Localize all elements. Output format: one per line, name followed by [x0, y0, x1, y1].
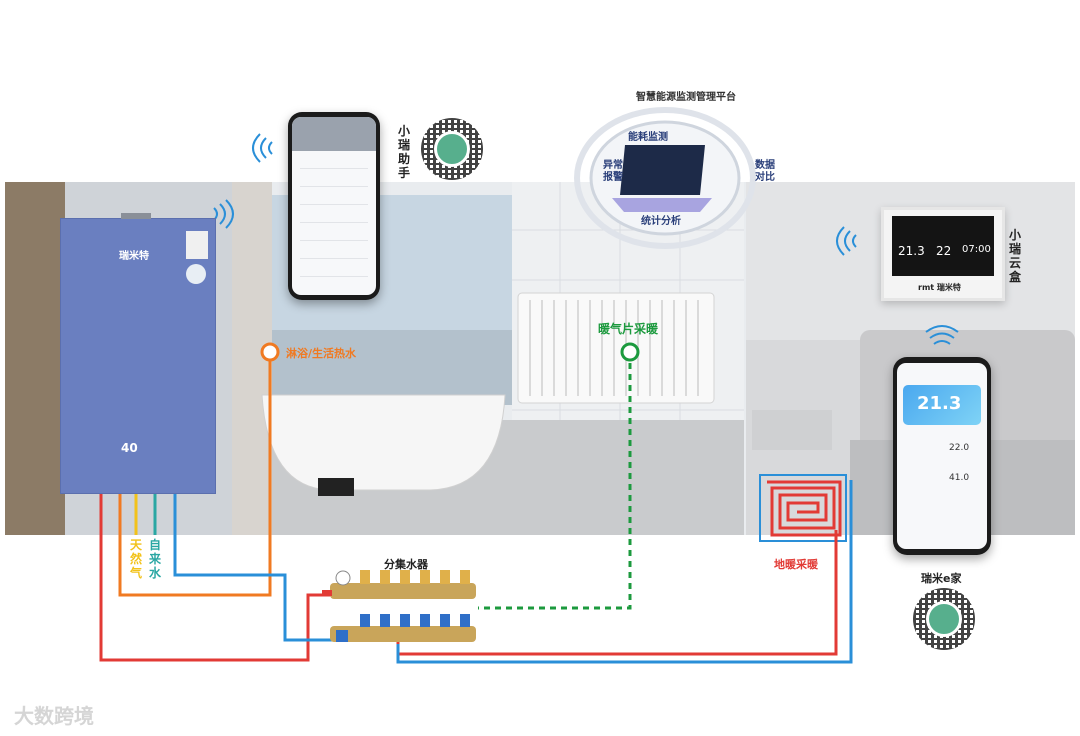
app-label: 瑞米e家 — [921, 572, 962, 585]
nightstand — [752, 410, 832, 450]
app-temp-card: 21.3 — [903, 385, 981, 425]
mini-program-phone — [288, 112, 380, 300]
wifi-icon — [836, 226, 857, 256]
thermostat-temp-left: 21.3 — [898, 244, 925, 258]
blue-pipe-left — [173, 490, 335, 642]
radiator-node-icon — [620, 342, 640, 362]
thermostat-time: 07:00 — [962, 244, 991, 255]
platform-item-energy: 能耗监测 — [628, 132, 668, 143]
thermostat-temp-right: 22 — [936, 244, 952, 258]
app-phone: 21.3 22.0 41.0 — [893, 357, 991, 555]
platform-graphic — [574, 107, 756, 249]
shower-node-icon — [260, 342, 280, 362]
floor-heat-label: 地暖采暖 — [774, 558, 818, 571]
app-set-temp-1: 22.0 — [949, 443, 970, 453]
floor-heat-coil — [767, 480, 842, 537]
city-view — [272, 330, 512, 405]
app-temperature: 21.3 — [917, 393, 962, 414]
manifold — [322, 570, 476, 642]
radiator-pipe — [478, 352, 632, 610]
mini-program-label: 小瑞助手 — [397, 124, 410, 180]
floor-heat-frame — [759, 474, 847, 542]
orange-pipe — [118, 352, 272, 597]
manifold-label: 分集水器 — [384, 558, 428, 571]
boiler-display: 40 — [121, 441, 138, 455]
thermostat: 21.3 22 07:00 rmt 瑞米特 — [881, 207, 1005, 301]
mini-program-qr-icon — [421, 118, 483, 180]
boiler-brand: 瑞米特 — [119, 251, 149, 262]
gas-label: 天然气 — [129, 538, 142, 580]
basket — [318, 478, 354, 496]
boiler: 瑞米特 40 — [60, 213, 216, 494]
bathtub — [261, 394, 506, 491]
thermostat-screen: 21.3 22 07:00 — [892, 216, 994, 276]
wood-wall — [5, 182, 65, 535]
red-pipe-left — [99, 490, 335, 662]
watermark: 大数跨境 — [14, 704, 94, 728]
screen-banner — [292, 117, 376, 151]
wifi-icon — [925, 325, 959, 345]
app-qr-icon — [913, 588, 975, 650]
app-set-temp-2: 41.0 — [949, 473, 970, 483]
boiler-badge-icon — [186, 264, 206, 284]
platform-item-compare: 数据对比 — [755, 160, 775, 183]
boiler-sticker — [186, 231, 208, 259]
screen-list — [300, 167, 368, 277]
radiator — [517, 292, 715, 404]
boiler-top-vent — [121, 213, 151, 219]
blue-pipe-right — [396, 480, 853, 664]
platform-item-alarm: 异常报警 — [603, 160, 623, 183]
wifi-icon — [252, 133, 273, 163]
water-label: 自来水 — [148, 538, 161, 580]
thermostat-brand: rmt 瑞米特 — [918, 283, 961, 292]
app-screen: 21.3 22.0 41.0 — [897, 363, 987, 549]
mini-program-screen — [292, 117, 376, 295]
platform-title: 智慧能源监测管理平台 — [636, 92, 736, 103]
platform-item-stats: 统计分析 — [641, 216, 681, 227]
thermostat-label: 小瑞云盒 — [1008, 228, 1021, 284]
shower-label: 淋浴/生活热水 — [286, 347, 357, 360]
radiator-label: 暖气片采暖 — [598, 322, 659, 336]
